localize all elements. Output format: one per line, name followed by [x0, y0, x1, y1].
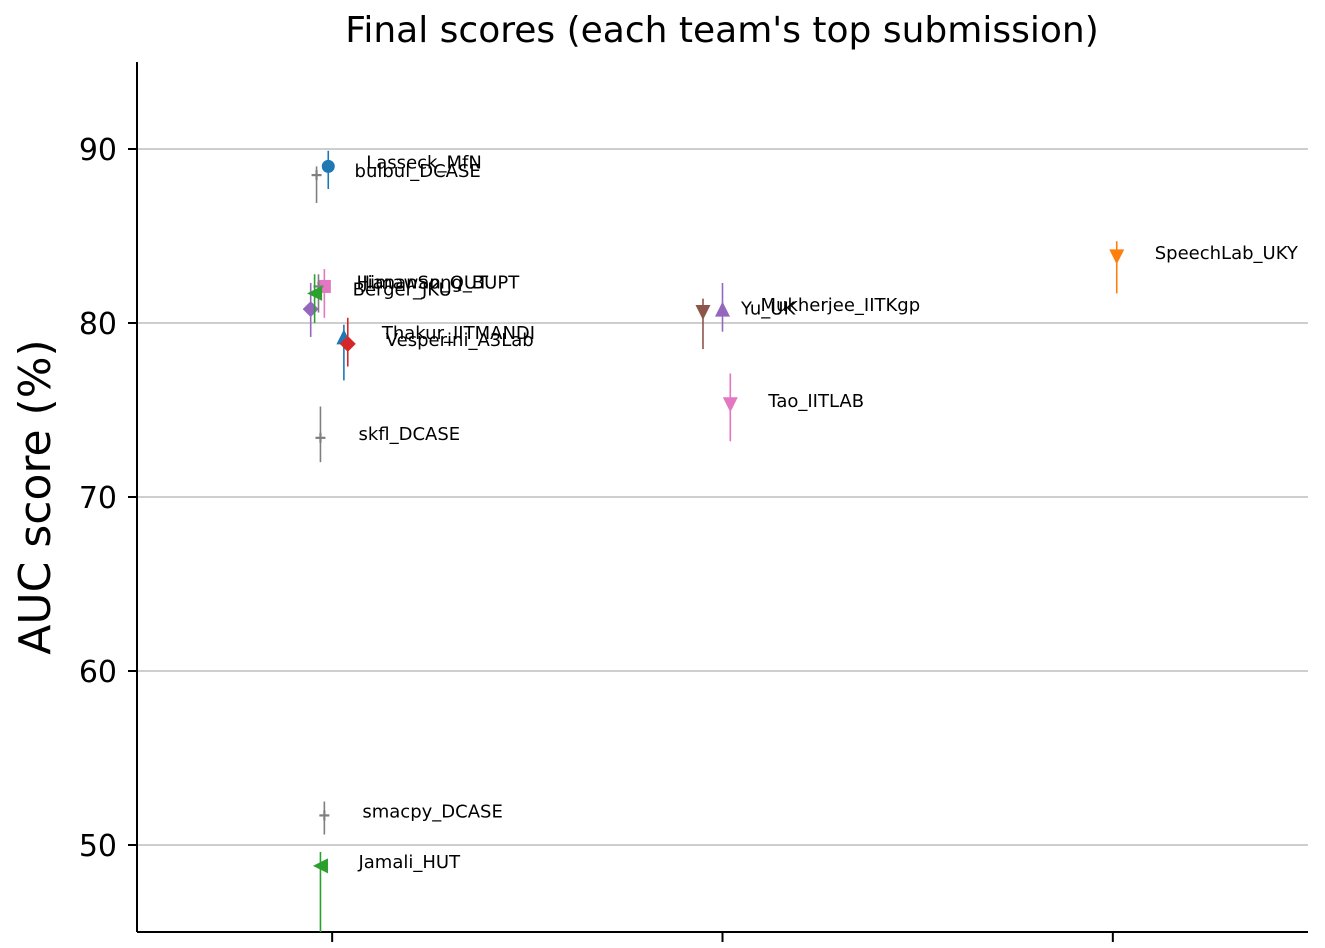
point-label: Lasseck_MfN	[366, 152, 482, 173]
y-tick-label: 50	[79, 829, 117, 864]
y-tick-label: 70	[79, 481, 117, 516]
point-label: Mukherjee_IITKgp	[761, 295, 921, 316]
point-label: JiananSong_BUPT	[361, 272, 520, 293]
y-tick-label: 80	[79, 307, 117, 342]
point-marker	[302, 301, 319, 318]
point-label: bulbul_DCASE	[355, 161, 481, 182]
point-label: Jamali_HUT	[357, 852, 461, 873]
point-marker	[307, 285, 323, 301]
point-label: skfl_DCASE	[358, 424, 460, 445]
point-label: SpeechLab_UKY	[1155, 243, 1299, 264]
point-label: Tao_IITLAB	[767, 391, 864, 412]
grid-lines	[137, 148, 1308, 846]
point-marker	[312, 858, 328, 874]
point-marker	[1109, 249, 1125, 265]
point-label: Thakur_IITMANDI	[381, 323, 535, 344]
y-axis-label: AUC score (%)	[10, 339, 61, 654]
data-points	[302, 150, 1125, 932]
point-label: Yu_UK	[740, 299, 797, 320]
point-marker	[715, 301, 730, 317]
point-marker	[321, 159, 335, 173]
point-label: smacpy_DCASE	[362, 801, 502, 822]
point-marker	[339, 335, 356, 352]
tick-labels: 50 60 70 80 90	[79, 133, 1114, 942]
y-tick-label: 60	[79, 655, 117, 690]
point-marker	[695, 305, 711, 321]
point-label: Himawan_QUT	[357, 272, 490, 293]
point-label: Vesperini_A3Lab	[386, 330, 534, 351]
y-tick-label: 90	[79, 133, 117, 168]
chart-title: Final scores (each team's top submission…	[345, 10, 1098, 51]
point-label: Berger_JKU	[353, 279, 452, 300]
point-marker	[722, 397, 738, 413]
